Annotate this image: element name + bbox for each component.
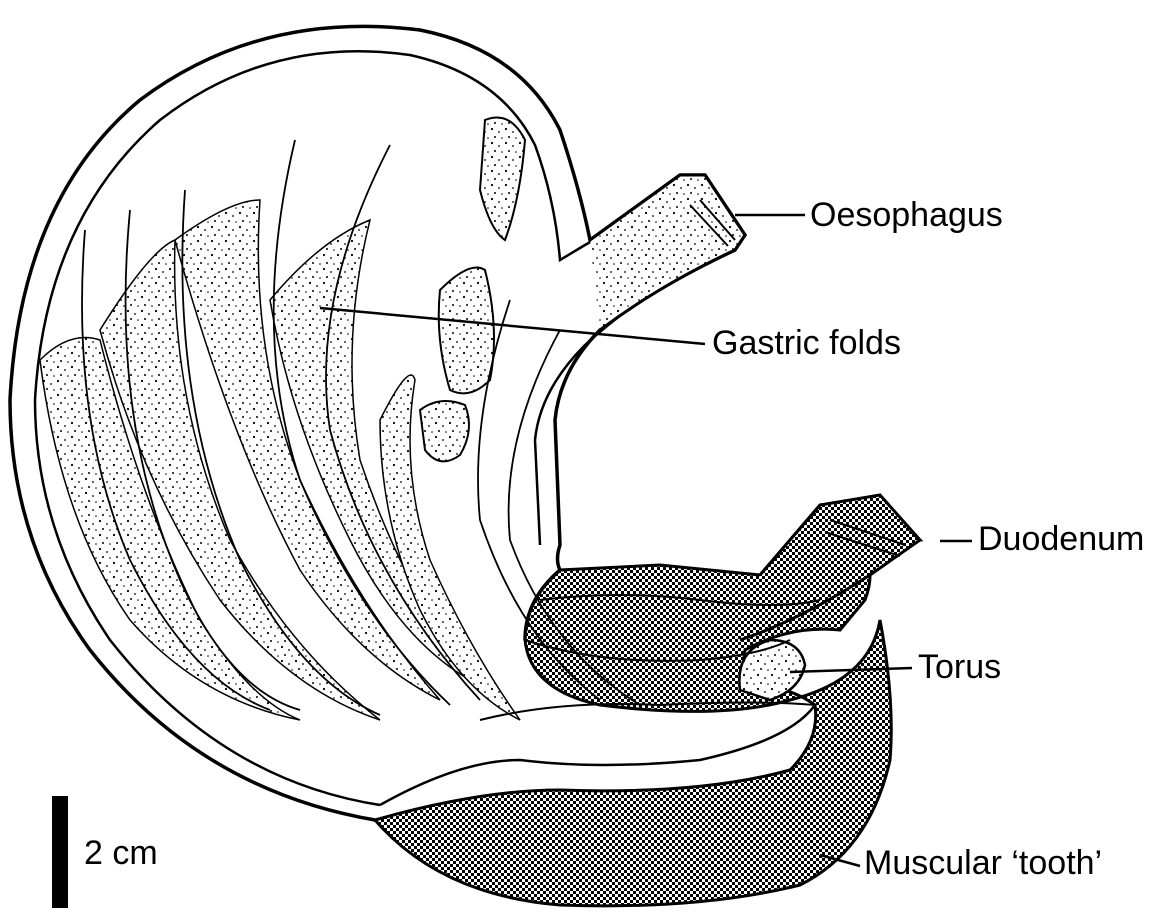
scale-bar <box>52 796 68 908</box>
gastric-fold <box>420 401 469 461</box>
torus-label: Torus <box>918 650 1001 684</box>
duodenum-label: Duodenum <box>978 522 1144 556</box>
oesophagus-label: Oesophagus <box>810 198 1003 232</box>
gastric-folds-leader <box>320 308 705 344</box>
gastric-folds-label: Gastric folds <box>712 326 901 360</box>
scale-bar-label: 2 cm <box>84 836 158 870</box>
muscular-tooth-label: Muscular ‘tooth’ <box>864 846 1102 880</box>
gastric-fold <box>439 268 494 394</box>
gastric-fold <box>480 118 525 241</box>
oesophagus-tube <box>590 175 745 330</box>
